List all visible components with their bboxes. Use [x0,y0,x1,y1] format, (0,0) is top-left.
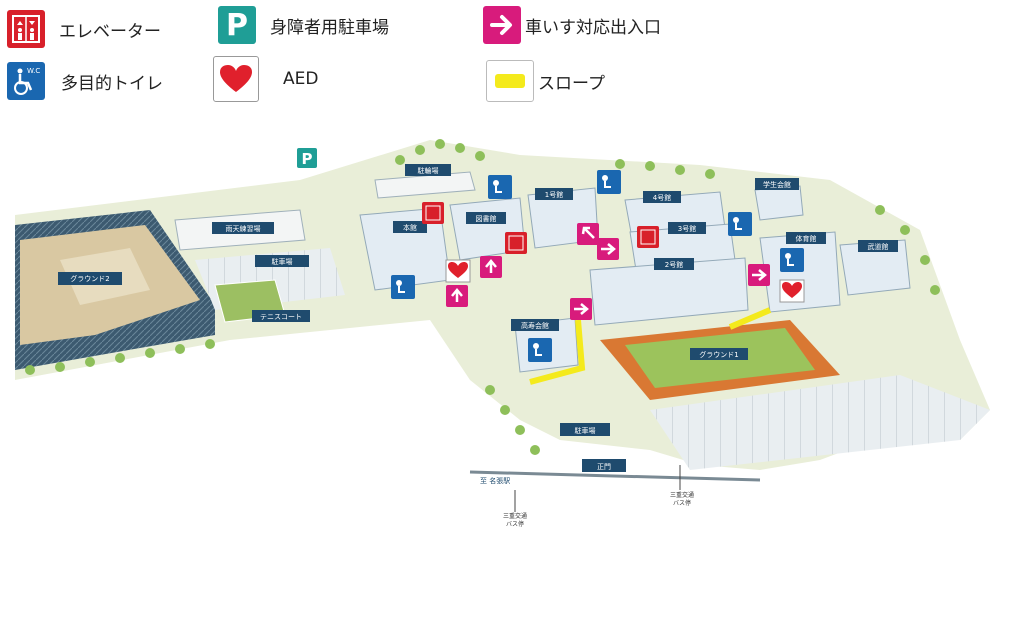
bicycle-text: 駐輪場 [418,166,439,175]
map-elevator-bldg3 [637,226,659,248]
bldg2-text: 2号館 [665,260,683,269]
wc-text: W.C [27,67,40,75]
bus-left-text-2: バス停 [506,520,524,528]
elevator-icon [7,10,45,48]
parking-left-text: 駐車場 [272,257,293,266]
map-elevator-library [505,232,527,254]
map-parking-letter: P [302,150,313,168]
legend-slope-label: スロープ [538,73,605,94]
main-building-label [393,221,427,233]
parking-left-label [255,255,309,267]
bldg4-text: 4号館 [653,193,671,202]
bus-left-text-1: 三重交通 [503,512,527,520]
legend-elevator-label: エレベーター [59,21,161,42]
legend-elevator: エレベーター [7,10,161,48]
library-label [466,212,506,224]
parking-lot-right [650,375,990,470]
slope-path-left [529,319,586,385]
tennis-text: テニスコート [260,313,302,321]
map-entrance-6 [570,298,592,320]
tree-lines [25,139,940,455]
map-toilet-3 [728,212,752,236]
legend-parking: P 身障者用駐車場 [218,6,389,44]
map-aed-2 [779,279,805,303]
legend-aed-label: AED [283,69,319,89]
gym-label [786,232,826,244]
map-toilet-1 [488,175,512,199]
to-station-text: 至 名張駅 [480,476,510,485]
budokan-text: 武道館 [868,242,889,251]
map-toilet-2 [597,170,621,194]
legend-toilet-label: 多目的トイレ [61,73,163,94]
entrance-arrow-icon [483,6,521,44]
ground1-text: グラウンド1 [699,350,738,359]
legend-parking-label: 身障者用駐車場 [270,17,389,38]
main-road [469,470,761,482]
student-hall-label [755,178,799,190]
map-entrance-5 [748,264,770,286]
bldg2-label [654,258,694,270]
koju-hall-label [511,319,559,331]
library-text: 図書館 [476,214,497,223]
main-gate-label [582,459,626,472]
indoor-training-text: 雨天練習場 [226,224,261,233]
student-hall-text: 学生会館 [763,180,791,189]
map-entrance-4 [597,238,619,260]
ground1-label [690,348,748,360]
bldg4-label [643,191,681,203]
ground2-label: グラウンド2 [58,272,122,285]
legend-toilet: W.C 多目的トイレ [7,62,163,100]
legend-slope: スロープ [486,60,605,102]
bicycle-label [405,164,451,176]
campus-map: グラウンド2 雨天練習場 駐車場 テニスコート P 駐輪場 本館 図書館 1号館… [15,139,990,528]
student-hall [754,185,804,221]
bus-right-text-1: 三重交通 [670,491,694,499]
parking-front-label [560,423,610,436]
parking-front-text: 駐車場 [575,426,596,435]
main-gate-text: 正門 [597,463,611,471]
main-building-text: 本館 [403,223,417,232]
accessible-parking-marker: P [297,148,317,168]
bldg1-label [535,188,573,200]
slope-icon [486,60,534,102]
bldg3-label [668,222,706,234]
slope-path-right [728,307,772,330]
map-entrance-1 [446,285,468,307]
map-toilet-4 [780,248,804,272]
bldg1-text: 1号館 [545,190,563,199]
parking-icon: P [218,6,256,44]
bus-right-text-2: バス停 [673,499,691,507]
tennis-label [252,310,310,322]
budokan-label [858,240,898,252]
map-entrance-3 [577,223,599,245]
map-toilet-5 [391,275,415,299]
wheelchair-toilet-icon: W.C [7,62,45,100]
gym-text: 体育館 [796,234,817,243]
indoor-training-label [212,222,274,234]
legend-aed: AED [213,56,318,102]
map-toilet-6 [528,338,552,362]
koju-hall-text: 高寿会館 [521,321,549,330]
bldg3-text: 3号館 [678,224,696,233]
map-entrance-2 [480,256,502,278]
legend-entrance-label: 車いす対応出入口 [525,17,661,38]
ground2-text: グラウンド2 [70,274,109,283]
map-aed-1 [445,259,471,283]
aed-heart-icon [213,56,259,102]
legend-entrance: 車いす対応出入口 [483,6,661,44]
map-elevator-main [422,202,444,224]
